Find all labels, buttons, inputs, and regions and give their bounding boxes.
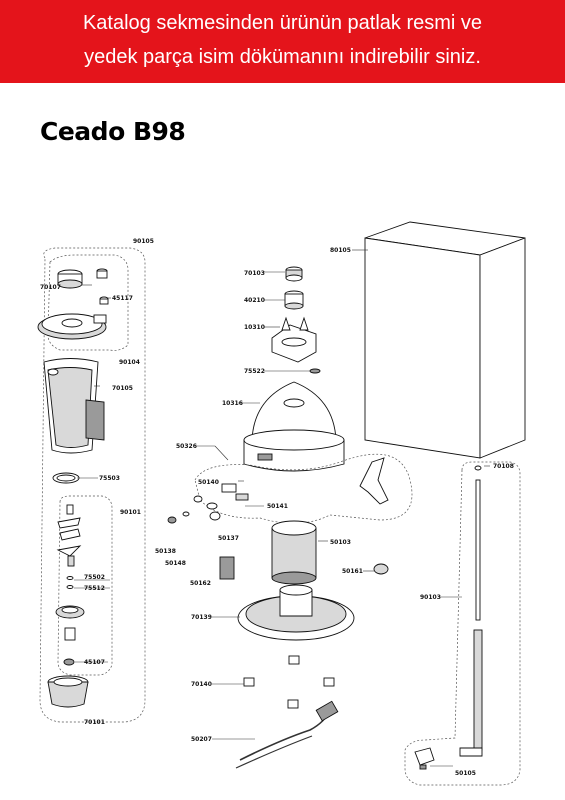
label-50162: 50162 (190, 580, 211, 587)
coupler-top-part (285, 266, 303, 282)
group-outline-50326 (194, 453, 413, 524)
label-90104: 90104 (119, 359, 140, 366)
lid-part (37, 313, 107, 340)
banner-line-1: Katalog sekmesinden ürünün patlak resmi … (82, 12, 483, 34)
base-plate-part (237, 584, 355, 641)
small-knob-part (167, 495, 221, 524)
label-70140: 70140 (191, 681, 212, 688)
support-frame-part (271, 316, 317, 363)
banner-line-2: yedek parça isim dökümanını indirebilir … (84, 46, 481, 68)
label-50105: 50105 (455, 770, 476, 777)
motor-part (271, 520, 317, 585)
label-50138: 50138 (155, 548, 176, 555)
label-50148: 50148 (165, 560, 186, 567)
gasket-part (52, 472, 80, 484)
label-90105: 90105 (133, 238, 154, 245)
leader-lines (74, 249, 490, 767)
group-outline-90104 (47, 254, 129, 351)
small-cap-part (96, 268, 109, 305)
foot-part (243, 655, 335, 709)
label-80105: 80105 (330, 247, 351, 254)
group-outline-90101 (57, 495, 113, 676)
label-70105: 70105 (112, 385, 133, 392)
jar-part (43, 358, 105, 454)
label-10316: 10316 (222, 400, 243, 407)
blade-assembly-part (55, 504, 85, 666)
jar-base-part (47, 675, 89, 708)
capacitor-part (219, 556, 235, 580)
label-45117: 45117 (112, 295, 133, 302)
label-90103: 90103 (420, 594, 441, 601)
label-70139: 70139 (191, 614, 212, 621)
lid-cap-part (57, 269, 83, 289)
label-70103: 70103 (244, 270, 265, 277)
label-50103: 50103 (330, 539, 351, 546)
rod-part (459, 465, 483, 757)
label-50140: 50140 (198, 479, 219, 486)
label-70101: 70101 (84, 719, 105, 726)
label-90101: 90101 (120, 509, 141, 516)
label-70107: 70107 (40, 284, 61, 291)
product-title: Ceado B98 (40, 117, 186, 146)
housing-box-part (364, 221, 526, 459)
label-75512: 75512 (84, 585, 105, 592)
power-cord-part (235, 700, 339, 769)
label-50141: 50141 (267, 503, 288, 510)
label-10310: 10310 (244, 324, 265, 331)
label-50161: 50161 (342, 568, 363, 575)
label-50137: 50137 (218, 535, 239, 542)
label-50326: 50326 (176, 443, 197, 450)
label-75502: 75502 (84, 574, 105, 581)
info-banner: Katalog sekmesinden ürünün patlak resmi … (0, 0, 565, 83)
group-outline-90105 (39, 247, 146, 723)
switch-part (221, 483, 249, 501)
lever-part (359, 457, 389, 505)
motor-cover-part (243, 381, 345, 472)
label-75503: 75503 (99, 475, 120, 482)
washer-part (309, 368, 321, 374)
label-45107: 45107 (84, 659, 105, 666)
label-40210: 40210 (244, 297, 265, 304)
coupler-part (284, 290, 304, 310)
label-75522: 75522 (244, 368, 265, 375)
label-50207: 50207 (191, 736, 212, 743)
label-70108: 70108 (493, 463, 514, 470)
cap-knob-part (373, 563, 389, 575)
latch-part (414, 747, 435, 770)
group-outline-90103 (404, 461, 521, 786)
